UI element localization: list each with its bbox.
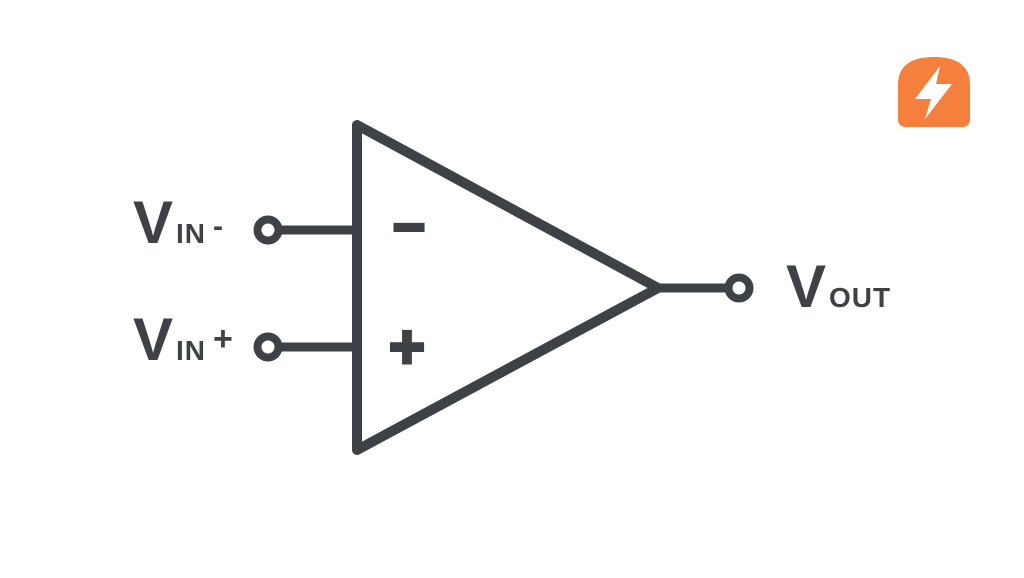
inverting-input-sign: − [393, 195, 426, 258]
toast-logo [898, 57, 970, 127]
vout-v: V [786, 253, 827, 320]
vin-plus-v: V [133, 306, 174, 373]
vout-sub: OUT [829, 282, 892, 313]
vin-minus-sign: - [213, 210, 224, 243]
vin-plus-label: V IN + [133, 310, 233, 370]
vin-plus-sign: + [213, 320, 233, 358]
inverting-input-terminal [253, 215, 283, 245]
vin-minus-sub: IN [176, 218, 207, 249]
output-terminal [724, 273, 754, 303]
vout-label: V OUT [786, 257, 891, 317]
vin-minus-label: V IN - [133, 193, 223, 253]
noninverting-input-sign: + [389, 313, 425, 382]
noninverting-input-terminal [253, 332, 283, 362]
vin-minus-v: V [133, 189, 174, 256]
lightning-bolt-icon [915, 66, 952, 119]
vin-plus-sub: IN [176, 335, 207, 366]
opamp-triangle [352, 120, 663, 455]
